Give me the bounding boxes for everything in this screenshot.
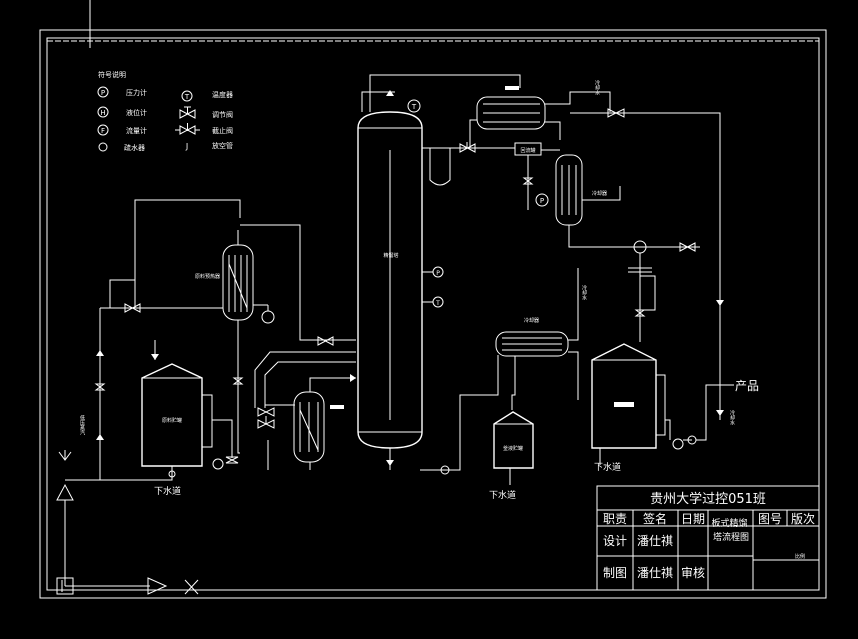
drain-trap-icon [168, 470, 176, 478]
preheater-gauge-icon [261, 310, 275, 324]
pressure-gauge-icon [97, 86, 109, 98]
tb-col-version: 版次 [791, 512, 815, 526]
svg-text:温度器: 温度器 [212, 90, 233, 99]
tb-col-date: 日期 [681, 512, 705, 526]
svg-text:疏水器: 疏水器 [124, 143, 145, 152]
cooling-water-bottom-label: 冷却水 [729, 409, 735, 425]
legend-item-vent: J 放空管 [185, 141, 233, 151]
level-gauge-icon [97, 106, 109, 118]
svg-text:P: P [101, 89, 105, 97]
reboiler-system [254, 351, 356, 470]
legend-item-control-valve: 调节阀 [179, 106, 233, 119]
tb-col-sign: 签名 [643, 511, 667, 526]
outer-frame [39, 29, 827, 599]
bottoms-cooler [495, 331, 569, 357]
feed-tank [141, 363, 203, 467]
condenser [476, 96, 546, 130]
svg-text:压力计: 压力计 [126, 88, 147, 97]
tb-col-role: 职责 [603, 512, 627, 526]
product-system: 下水道 产品 冷却水 [591, 325, 759, 473]
title-block: 贵州大学过控051班 职责 签名 日期 板式精馏 塔流程图 图号 版次 设计 潘… [596, 485, 820, 591]
product-pump-icon [672, 438, 684, 450]
inner-frame [46, 37, 820, 591]
svg-text:T: T [435, 300, 440, 307]
tb-row-design: 设计 [603, 534, 627, 548]
vent-pipe-icon: J [185, 142, 188, 151]
feed-tank-label: 原料贮罐 [162, 417, 182, 424]
svg-text:T: T [184, 93, 190, 101]
steam-label: 低压蒸汽 [79, 414, 85, 435]
flow-meter-icon [97, 124, 109, 136]
residue-tank [493, 411, 534, 469]
svg-text:P: P [436, 270, 440, 277]
svg-text:P: P [540, 197, 544, 205]
svg-text:F: F [101, 127, 105, 135]
legend-item-pressure: P 压力计 [97, 86, 147, 98]
svg-text:回流罐: 回流罐 [520, 147, 535, 154]
top-cooler-label: 冷却器 [592, 190, 607, 197]
legend-item-stop-valve: 截止阀 [175, 123, 233, 135]
feed-pump-icon [212, 458, 224, 470]
tb-scale: 比例 [795, 553, 805, 560]
feed-system: 原料预热器 低压蒸汽 原料贮罐 下水道 [65, 199, 356, 497]
bottoms-system: 冷却器 冷却水 釜液贮罐 下水道 [420, 268, 587, 501]
legend-item-level: H 液位计 [97, 106, 147, 118]
product-label: 产品 [735, 379, 759, 393]
control-valve-icon [179, 106, 196, 119]
svg-text:H: H [100, 109, 105, 117]
steam-trap-icon [98, 142, 108, 152]
tb-name2: 潘仕祺 [637, 566, 673, 580]
legend-item-trap: 疏水器 [98, 142, 145, 152]
svg-text:放空管: 放空管 [212, 141, 233, 150]
cooling-water-mid-label: 冷却水 [581, 284, 587, 300]
tb-review: 审核 [681, 565, 705, 580]
column-label: 精馏塔 [383, 252, 398, 259]
overhead-system: 冷却水 回流罐 P 冷却器 [361, 74, 724, 420]
svg-text:流量计: 流量计 [126, 126, 147, 135]
legend: 符号说明 P 压力计 H 液位计 F 流量计 疏水器 T 温度器 调节阀 [97, 70, 233, 152]
tb-drawing-title: 板式精馏 塔流程图 [712, 517, 751, 543]
legend-item-temp: T 温度器 [181, 90, 233, 102]
svg-text:T: T [411, 103, 417, 111]
legend-item-flow: F 流量计 [97, 124, 147, 136]
tb-col-drawing-no: 图号 [758, 512, 782, 526]
stop-valve-icon [175, 123, 200, 135]
distillation-column: 精馏塔 T P T [357, 99, 444, 470]
svg-text:截止阀: 截止阀 [212, 126, 233, 135]
drain-label-3: 下水道 [594, 461, 621, 473]
tb-school: 贵州大学过控051班 [650, 491, 766, 507]
legend-title: 符号说明 [98, 70, 126, 79]
reboiler [293, 391, 325, 463]
tb-name1: 潘仕祺 [637, 534, 673, 548]
ucs-axis-icon [56, 450, 199, 595]
bottoms-cooler-label: 冷却器 [524, 317, 539, 324]
preheater-label: 原料预热器 [195, 273, 220, 280]
thermometer-icon [181, 90, 193, 102]
residue-tank-label: 釜液贮罐 [503, 445, 523, 452]
svg-text:调节阀: 调节阀 [212, 110, 233, 119]
bottoms-trap-icon [440, 465, 450, 475]
drain-label-1: 下水道 [154, 485, 181, 497]
cooling-water-top-label: 冷却水 [594, 79, 600, 95]
drain-label-2: 下水道 [489, 489, 516, 501]
svg-text:液位计: 液位计 [126, 108, 147, 117]
feed-preheater [222, 244, 254, 321]
reflux-pressure-gauge-icon [535, 193, 549, 207]
tb-row-draw: 制图 [603, 566, 627, 580]
column-top-thermometer-icon [407, 99, 421, 113]
